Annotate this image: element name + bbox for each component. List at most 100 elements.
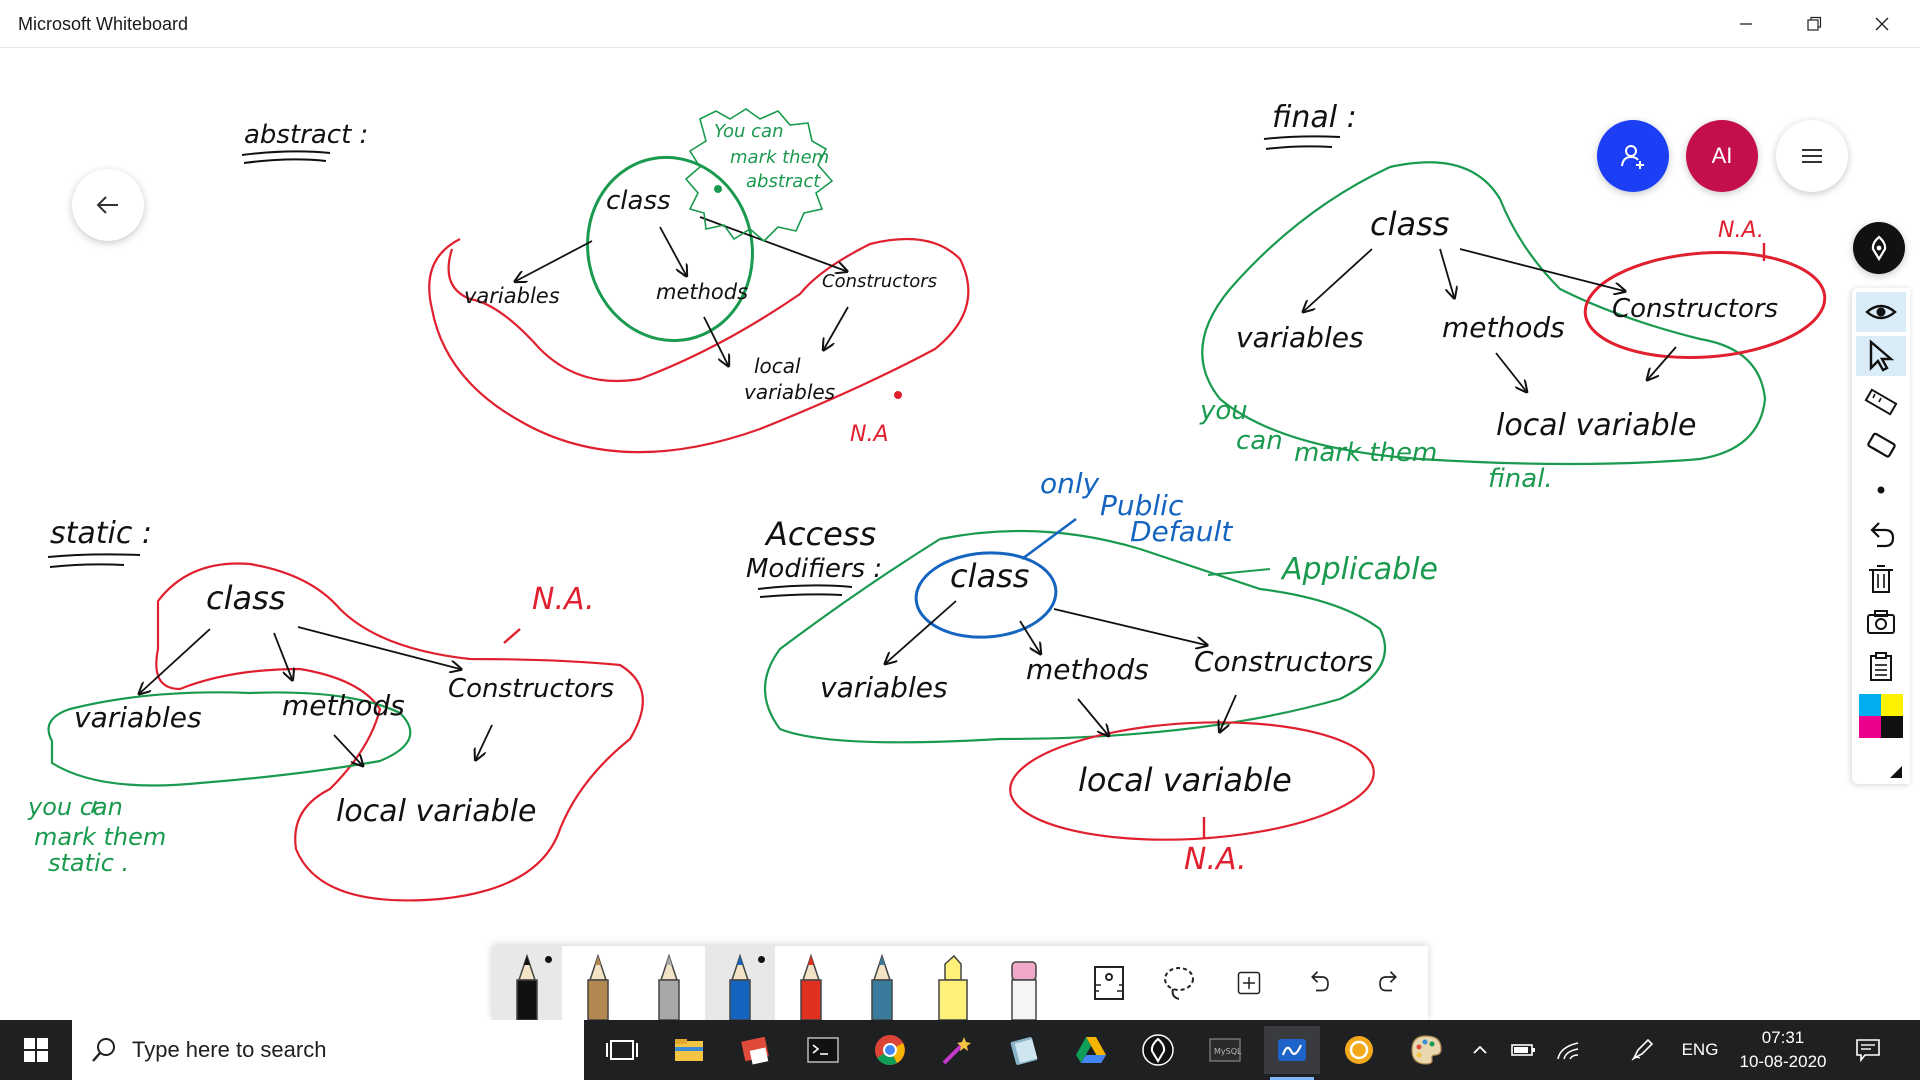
close-button[interactable]	[1848, 0, 1916, 48]
access-note-3: Default	[1130, 515, 1233, 548]
add-button[interactable]	[1214, 946, 1284, 1020]
title-bar: Microsoft Whiteboard	[0, 0, 1920, 48]
wifi-button[interactable]	[1548, 1020, 1588, 1080]
access-heading-1: Access	[764, 515, 876, 553]
static-variables-label: variables	[74, 701, 202, 734]
eraser-button[interactable]	[1856, 426, 1906, 466]
highlighter-icon	[938, 954, 968, 1020]
view-mode-button[interactable]	[1856, 292, 1906, 332]
abstract-methods-label: methods	[656, 280, 748, 304]
pen-size-button[interactable]	[1856, 470, 1906, 510]
final-note-2: can	[1236, 426, 1283, 456]
chevron-up-icon	[1473, 1045, 1487, 1054]
abstract-diagram: abstract : class variables methods Const…	[241, 108, 970, 454]
task-view-taskbar-button[interactable]	[594, 1026, 650, 1074]
abstract-heading: abstract :	[244, 120, 368, 150]
redo-button[interactable]	[1354, 946, 1424, 1020]
access-class-label: class	[950, 557, 1029, 595]
gold-pen-button[interactable]	[563, 946, 633, 1020]
notifications-button[interactable]	[1838, 1020, 1898, 1080]
clock-date: 10-08-2020	[1739, 1052, 1827, 1071]
file-explorer-taskbar-button[interactable]	[661, 1026, 717, 1074]
inkscape-icon	[1142, 1034, 1174, 1066]
eraser-pen-button[interactable]	[989, 946, 1059, 1020]
mysql-taskbar-button[interactable]: MySQL	[1197, 1026, 1253, 1074]
avatar-button[interactable]: AI	[1686, 120, 1758, 192]
battery-button[interactable]	[1504, 1020, 1544, 1080]
palette-app-taskbar-button[interactable]	[1398, 1026, 1454, 1074]
magic-wand-taskbar-button[interactable]	[929, 1026, 985, 1074]
palette-app-icon	[1411, 1035, 1442, 1065]
undo-button[interactable]	[1284, 946, 1354, 1020]
invite-button[interactable]	[1597, 120, 1669, 192]
ruler-button[interactable]	[1856, 382, 1906, 422]
clock-time: 07:31	[1761, 1028, 1805, 1047]
black-pen-button[interactable]	[492, 946, 562, 1020]
whiteboard-canvas[interactable]: abstract : class variables methods Const…	[0, 49, 1920, 1019]
rainbow-pen-button[interactable]	[776, 946, 846, 1020]
abstract-class-label: class	[606, 186, 671, 216]
clock[interactable]: 07:31 10-08-2020	[1728, 1020, 1838, 1080]
access-local-variable-label: local variable	[1078, 761, 1292, 799]
restore-icon	[1807, 16, 1822, 31]
arrow-left-icon	[96, 196, 118, 214]
notes-icon	[1010, 1037, 1038, 1065]
minimize-button[interactable]	[1712, 0, 1780, 48]
eraser-pen-icon	[1011, 961, 1037, 1020]
ruler-tool-button[interactable]	[1074, 946, 1144, 1020]
clipboard-icon	[1870, 652, 1892, 681]
language-indicator[interactable]: ENG	[1681, 1040, 1719, 1059]
pen-workspace-button[interactable]	[1620, 1020, 1664, 1080]
ink-tools-button[interactable]	[1853, 222, 1905, 274]
galaxy-pen-button[interactable]	[847, 946, 917, 1020]
back-button[interactable]	[72, 169, 144, 241]
highlighter-button[interactable]	[918, 946, 988, 1020]
static-local-variable-label: local variable	[336, 794, 536, 829]
undo-side-button[interactable]	[1856, 514, 1906, 554]
final-note-1: you	[1199, 396, 1248, 426]
blue-pen-button[interactable]	[705, 946, 775, 1020]
delete-icon	[1869, 565, 1893, 593]
dot-icon	[1877, 486, 1885, 494]
menu-button[interactable]	[1776, 120, 1848, 192]
lasso-button[interactable]	[1144, 946, 1214, 1020]
selected-indicator	[545, 956, 552, 963]
google-drive-taskbar-button[interactable]	[1063, 1026, 1119, 1074]
notification-icon	[1856, 1039, 1880, 1062]
camera-button[interactable]	[1856, 602, 1906, 642]
access-note-1: only	[1040, 467, 1100, 500]
access-applicable-label: Applicable	[1280, 552, 1438, 587]
final-na-label: N.A.	[1718, 218, 1764, 243]
static-diagram: static : class variables methods Constru…	[27, 516, 644, 902]
silver-pen-button[interactable]	[634, 946, 704, 1020]
add-person-icon	[1621, 145, 1644, 169]
google-drive-icon	[1076, 1037, 1106, 1063]
start-button[interactable]	[0, 1020, 72, 1080]
static-heading: static :	[50, 516, 152, 551]
abstract-note-1: You can	[714, 121, 784, 142]
access-modifiers-diagram: Access Modifiers : class variables metho…	[746, 467, 1438, 877]
minimize-icon	[1740, 23, 1752, 25]
blue-pen-icon	[729, 953, 751, 1020]
terminal-taskbar-button[interactable]	[795, 1026, 851, 1074]
close-icon	[1875, 17, 1889, 31]
paint-taskbar-button[interactable]	[728, 1026, 784, 1074]
inkscape-taskbar-button[interactable]	[1130, 1026, 1186, 1074]
color-palette-button[interactable]	[1856, 692, 1906, 740]
mysql-icon: MySQL	[1209, 1038, 1242, 1062]
pen-workspace-icon	[1631, 1038, 1654, 1061]
clipboard-button[interactable]	[1856, 646, 1906, 686]
notes-taskbar-button[interactable]	[996, 1026, 1052, 1074]
pen-toolbar	[492, 946, 1428, 1020]
select-button[interactable]	[1856, 336, 1906, 376]
paint-icon	[741, 1036, 769, 1065]
chrome-taskbar-button[interactable]	[862, 1026, 918, 1074]
whiteboard-taskbar-button[interactable]	[1264, 1026, 1320, 1080]
search-input[interactable]: Type here to search	[72, 1020, 584, 1080]
delete-button[interactable]	[1856, 558, 1906, 598]
restore-button[interactable]	[1780, 0, 1848, 48]
circle-app-taskbar-button[interactable]	[1331, 1026, 1387, 1074]
search-placeholder: Type here to search	[132, 1037, 327, 1062]
gold-pen-icon	[587, 953, 609, 1020]
tray-overflow-button[interactable]	[1460, 1020, 1500, 1080]
